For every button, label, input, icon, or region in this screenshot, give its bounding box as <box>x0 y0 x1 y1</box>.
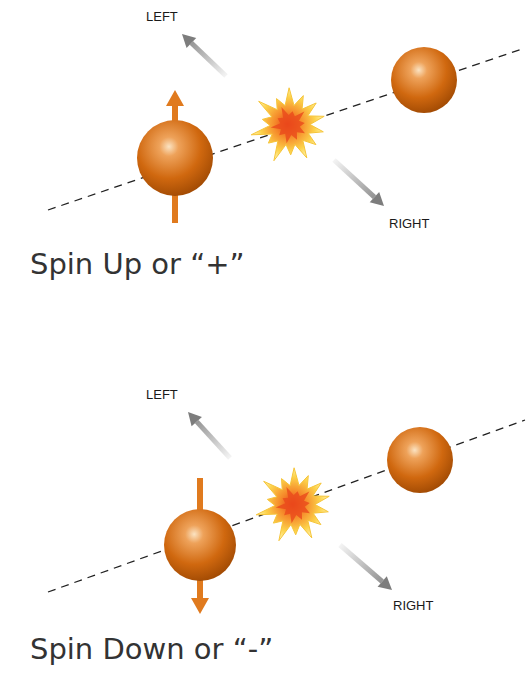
spin-particle <box>137 120 213 196</box>
arrow-head <box>188 412 202 426</box>
direction-label: RIGHT <box>389 216 429 232</box>
collision-core <box>271 107 305 143</box>
direction-label: RIGHT <box>393 598 433 614</box>
collision-burst <box>251 88 324 161</box>
collision-core <box>276 487 310 523</box>
panel-caption: Spin Up or “+” <box>30 247 245 282</box>
direction-label: LEFT <box>146 387 178 403</box>
spin-particle <box>164 509 236 581</box>
direction-arrow <box>334 160 374 197</box>
direction-arrow <box>191 43 226 76</box>
beam-line <box>48 48 525 210</box>
spin-down-panel <box>48 412 525 614</box>
target-particle <box>387 427 453 493</box>
spin-arrow-head <box>191 598 209 614</box>
direction-label: LEFT <box>146 9 178 25</box>
collision-burst <box>256 468 329 541</box>
beam-line <box>48 420 525 592</box>
arrow-head <box>370 192 384 206</box>
arrow-head <box>378 576 392 590</box>
direction-arrow <box>340 545 382 581</box>
direction-arrow <box>197 422 230 458</box>
target-particle <box>391 47 457 113</box>
spin-up-panel <box>48 34 525 223</box>
arrow-head <box>182 34 196 48</box>
panel-caption: Spin Down or “-” <box>30 632 273 667</box>
spin-arrow-head <box>166 90 184 106</box>
